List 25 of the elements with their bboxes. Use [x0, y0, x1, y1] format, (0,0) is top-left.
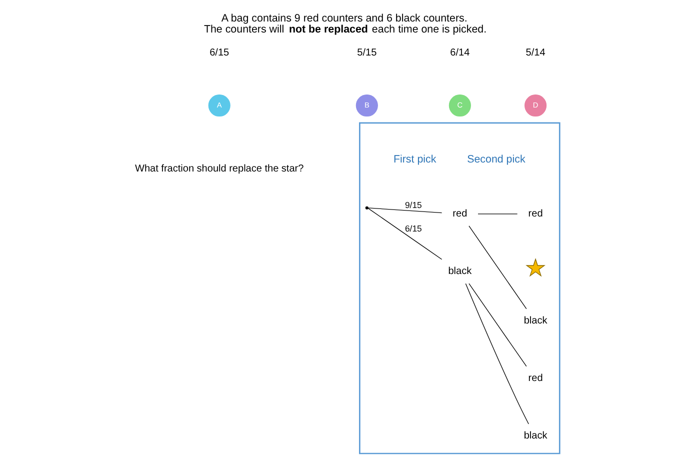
edge-label: 6/15 — [404, 224, 422, 234]
node-circle: D — [524, 94, 546, 117]
connector — [464, 283, 528, 424]
diagram-title: A bag contains 9 red counters and 6 black counters. The counters will not be replaced each time one is picked. — [203, 12, 486, 36]
connector — [468, 226, 526, 310]
node-label: 6/14 — [450, 48, 470, 59]
node-circle: A — [208, 94, 230, 117]
node-circle: B — [355, 94, 378, 117]
connector — [367, 208, 442, 260]
node-star — [525, 258, 545, 277]
connector — [468, 283, 526, 367]
node-text: black — [523, 430, 547, 442]
edge-label: 9/15 — [404, 200, 422, 210]
node-label: 5/15 — [356, 48, 376, 59]
connector — [367, 208, 442, 214]
node-text: red — [528, 372, 542, 384]
node-label: 5/14 — [525, 48, 545, 59]
label: What fraction should replace the star? — [134, 163, 304, 174]
node-text: red — [528, 208, 542, 220]
node-circle: C — [448, 94, 470, 117]
node-label: 6/15 — [209, 48, 229, 59]
node-text: black — [523, 315, 547, 326]
node-point — [364, 206, 368, 210]
node-text: black — [448, 266, 472, 277]
node-text: red — [452, 208, 467, 220]
